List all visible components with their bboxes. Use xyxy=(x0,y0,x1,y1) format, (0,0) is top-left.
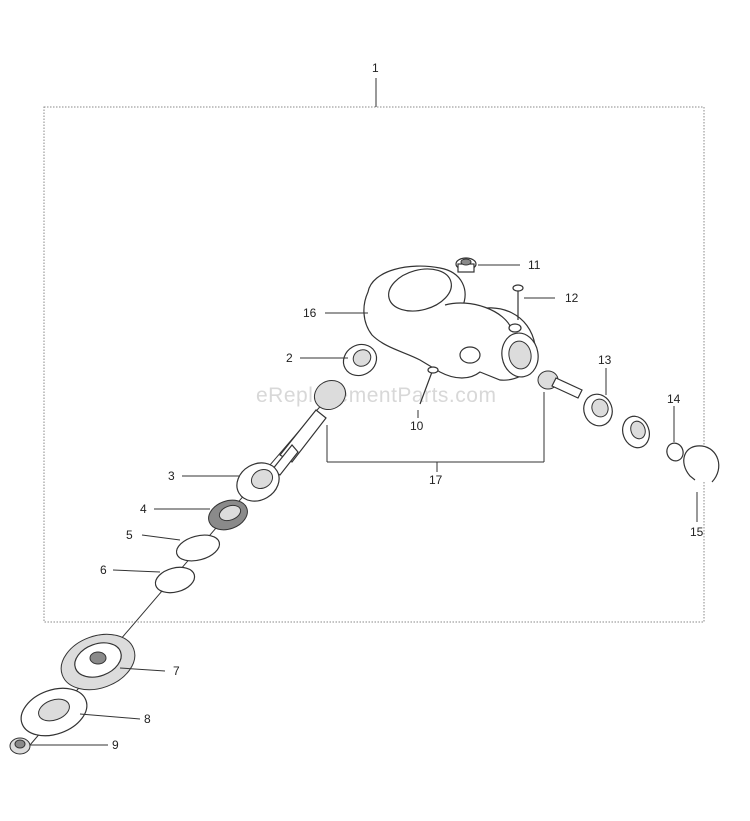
bearing-3 xyxy=(236,462,280,502)
assembly-boundary-box xyxy=(43,106,705,623)
callout-17: 17 xyxy=(429,473,443,487)
support-cup-7 xyxy=(60,633,136,691)
callout-1: 1 xyxy=(372,61,379,75)
bearing-13 xyxy=(583,393,613,427)
callout-12: 12 xyxy=(565,291,579,305)
callout-9: 9 xyxy=(112,738,119,752)
callout-11: 11 xyxy=(528,258,541,272)
callout-3: 3 xyxy=(168,469,175,483)
bearing-2 xyxy=(342,343,378,377)
callout-13: 13 xyxy=(598,353,612,367)
bevel-gear-shaft xyxy=(271,379,347,476)
callout-7: 7 xyxy=(173,664,180,678)
callout-2: 2 xyxy=(286,351,293,365)
screw-12 xyxy=(512,284,524,320)
ring-6 xyxy=(154,566,196,594)
washer-5 xyxy=(175,534,221,562)
plug-part xyxy=(455,257,477,273)
nut-9 xyxy=(9,737,31,755)
watermark-text: eReplacementParts.com xyxy=(256,384,496,407)
seal-4 xyxy=(208,499,248,531)
retaining-ring-14 xyxy=(666,442,684,462)
screw-10 xyxy=(419,366,439,405)
gear-housing xyxy=(363,265,539,381)
callout-15: 15 xyxy=(690,525,704,539)
callout-4: 4 xyxy=(140,502,147,516)
callout-8: 8 xyxy=(144,712,151,726)
flange-8 xyxy=(20,687,88,737)
bearing-right xyxy=(622,415,650,449)
callout-6: 6 xyxy=(100,563,107,577)
callout-14: 14 xyxy=(667,392,681,406)
callout-16: 16 xyxy=(303,306,317,320)
callout-10: 10 xyxy=(410,419,424,433)
pinion-gear xyxy=(537,370,583,399)
callout-5: 5 xyxy=(126,528,133,542)
circlip-15 xyxy=(683,445,720,483)
